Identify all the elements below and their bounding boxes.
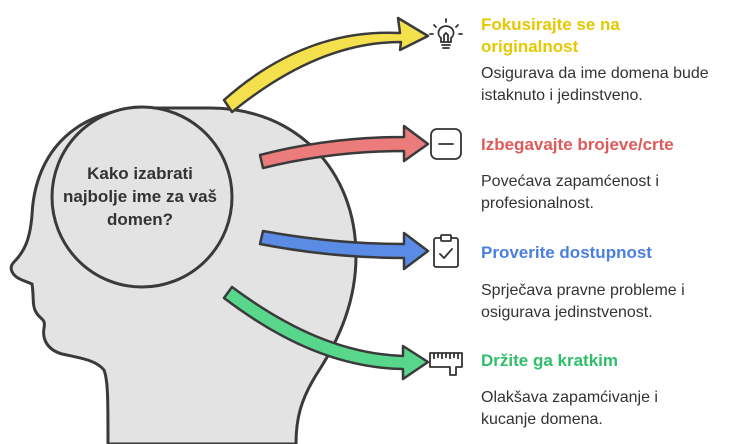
description-originality: Osigurava da ime domena bude istaknuto i… [481, 65, 709, 104]
arrow-originality [222, 16, 430, 114]
description-avoid-numbers: Povećava zapamćenost i profesionalnost. [481, 173, 659, 212]
heading-avoid-numbers: Izbegavajte brojeve/crte [481, 135, 674, 154]
arrow-keep-short [222, 285, 430, 381]
description-keep-short: Olakšava zapamćivanje i kucanje domena. [481, 389, 658, 428]
minus-box-icon [430, 128, 462, 160]
ruler-icon [429, 352, 463, 376]
heading-keep-short: Držite ga kratkim [481, 351, 618, 370]
heading-availability: Proverite dostupnost [481, 243, 652, 262]
lightbulb-icon [429, 18, 463, 49]
description-availability: Sprječava pravne probleme i osigurava je… [481, 282, 685, 321]
center-question: Kako izabrati najbolje ime za vaš domen? [62, 164, 217, 229]
clipboard-check-icon [433, 234, 459, 268]
arrow-avoid-numbers [258, 124, 430, 170]
heading-originality: Fokusirajte se na originalnost [481, 15, 620, 56]
arrow-availability [258, 229, 430, 271]
question-circle [50, 105, 234, 289]
